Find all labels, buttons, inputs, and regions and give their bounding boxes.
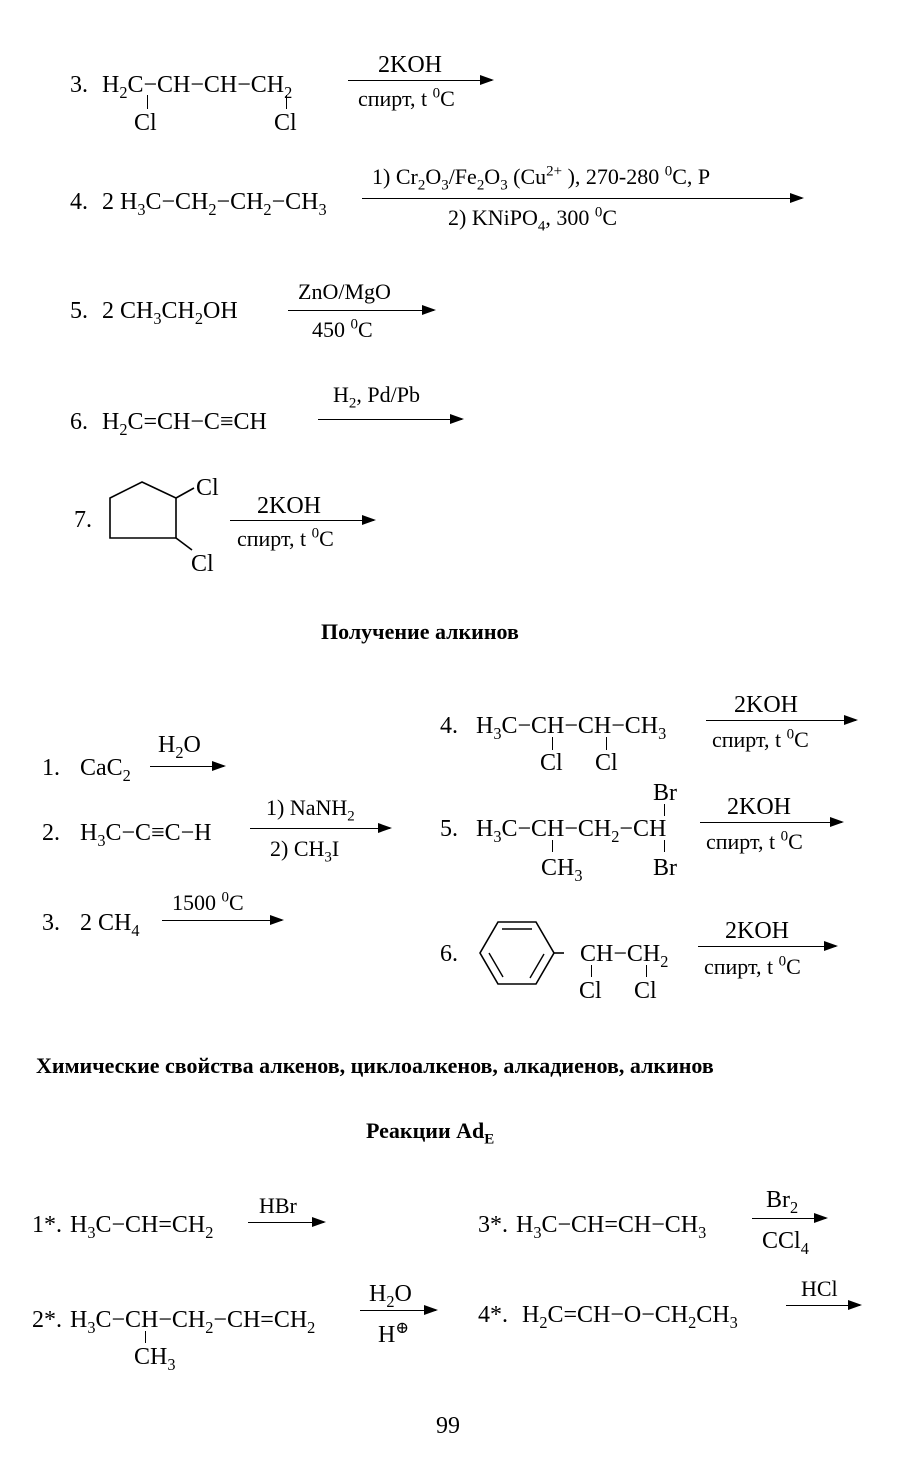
reaction-arrow bbox=[706, 715, 858, 725]
alkyne-reaction-6-formula: CH−CH2 bbox=[580, 941, 669, 971]
reaction-arrow bbox=[698, 941, 838, 951]
reaction-arrow bbox=[318, 414, 464, 424]
reaction-3-number: 3*. bbox=[478, 1212, 508, 1238]
reagent-label: Br2 bbox=[766, 1187, 799, 1217]
reaction-arrow bbox=[348, 75, 494, 85]
reaction-arrow bbox=[786, 1300, 862, 1310]
reaction-arrow bbox=[162, 915, 284, 925]
alkyne-reaction-1-number: 1. bbox=[42, 755, 60, 781]
alkyne-reaction-5-number: 5. bbox=[440, 816, 458, 842]
alkyne-reaction-1-formula: CaC2 bbox=[80, 755, 131, 785]
reagent-label: 1) NaNH2 bbox=[266, 795, 355, 825]
reaction-1-formula: H3C−CH=CH2 bbox=[70, 1212, 214, 1242]
reaction-arrow bbox=[250, 823, 392, 833]
reaction-4-number: 4. bbox=[70, 189, 88, 215]
reagent-label: HBr bbox=[259, 1193, 297, 1218]
reaction-2-number: 2*. bbox=[32, 1307, 62, 1333]
reagent-label: H2, Pd/Pb bbox=[333, 382, 420, 412]
alkyne-reaction-6-number: 6. bbox=[440, 941, 458, 967]
condition-label: спирт, t 0C bbox=[358, 85, 455, 111]
reaction-3-formula: H3C−CH=CH−CH3 bbox=[516, 1212, 707, 1242]
solvent-label: CCl4 bbox=[762, 1228, 809, 1258]
catalyst-label: H⊕ bbox=[378, 1318, 410, 1348]
reaction-1-number: 1*. bbox=[32, 1212, 62, 1238]
alkyne-reaction-4-number: 4. bbox=[440, 713, 458, 739]
bromine-substituent: Br bbox=[653, 780, 677, 806]
reaction-3-formula: H2C−CH−CH−CH2 bbox=[102, 72, 293, 102]
condition-label: 1500 0C bbox=[172, 889, 244, 915]
reagent-label: ZnO/MgO bbox=[298, 279, 391, 304]
reaction-4-formula: 2 H3C−CH2−CH2−CH3 bbox=[102, 189, 327, 219]
alkyne-reaction-2-number: 2. bbox=[42, 820, 60, 846]
alkyne-reaction-3-number: 3. bbox=[42, 910, 60, 936]
reagent-label: 1) Cr2O3/Fe2O3 (Cu2+ ), 270-280 0C, P bbox=[372, 163, 711, 194]
methyl-substituent: CH3 bbox=[541, 855, 583, 885]
reagent-label: 2KOH bbox=[734, 692, 798, 718]
alkyne-reaction-2-formula: H3C−C≡C−H bbox=[80, 820, 212, 850]
chlorine-substituent: Cl bbox=[579, 978, 602, 1004]
reagent-label: H2O bbox=[369, 1281, 412, 1311]
bond-line bbox=[664, 840, 665, 852]
benzene-ring bbox=[479, 921, 564, 985]
bond-line bbox=[552, 737, 553, 750]
chlorine-substituent: Cl bbox=[274, 110, 297, 136]
chlorine-substituent: Cl bbox=[634, 978, 657, 1004]
condition-label: 450 0C bbox=[312, 316, 373, 342]
section-heading-alkynes: Получение алкинов bbox=[321, 619, 519, 644]
condition-label: 2) KNiPO4, 300 0C bbox=[448, 204, 617, 235]
alkyne-reaction-3-formula: 2 CH4 bbox=[80, 910, 140, 940]
cyclopentane-ring bbox=[109, 481, 195, 551]
bromine-substituent: Br bbox=[653, 855, 677, 881]
section-heading-properties: Химические свойства алкенов, циклоалкено… bbox=[36, 1053, 714, 1078]
bond-line bbox=[664, 804, 665, 816]
condition-label: спирт, t 0C bbox=[704, 953, 801, 979]
reaction-5-formula: 2 CH3CH2OH bbox=[102, 298, 238, 328]
reagent-label: 2KOH bbox=[257, 493, 321, 519]
reaction-arrow bbox=[752, 1213, 828, 1223]
methyl-substituent: CH3 bbox=[134, 1344, 176, 1374]
reaction-2-formula: H3C−CH−CH2−CH=CH2 bbox=[70, 1307, 316, 1337]
reaction-arrow bbox=[700, 817, 844, 827]
reaction-arrow bbox=[360, 1305, 438, 1315]
reaction-arrow bbox=[288, 305, 436, 315]
chlorine-substituent: Cl bbox=[134, 110, 157, 136]
bond-line bbox=[147, 95, 148, 109]
reagent-label: 2KOH bbox=[378, 52, 442, 78]
bond-line bbox=[646, 965, 647, 977]
condition-label: спирт, t 0C bbox=[712, 726, 809, 752]
bond-line bbox=[606, 737, 607, 750]
reagent-label: H2O bbox=[158, 732, 201, 762]
reaction-6-formula: H2C=CH−C≡CH bbox=[102, 409, 267, 439]
reaction-arrow bbox=[150, 761, 226, 771]
reaction-4-number: 4*. bbox=[478, 1302, 508, 1328]
bond-line bbox=[591, 965, 592, 977]
bond-line bbox=[286, 95, 287, 109]
reaction-arrow bbox=[248, 1217, 326, 1227]
reagent-label: 2KOH bbox=[727, 794, 791, 820]
condition-label: спирт, t 0C bbox=[706, 828, 803, 854]
chlorine-substituent: Cl bbox=[540, 750, 563, 776]
reagent-label: HCl bbox=[801, 1276, 838, 1301]
condition-label: спирт, t 0C bbox=[237, 525, 334, 551]
chlorine-substituent: Cl bbox=[595, 750, 618, 776]
reaction-7-number: 7. bbox=[74, 507, 92, 533]
reaction-arrow bbox=[362, 193, 804, 203]
condition-label: 2) CH3I bbox=[270, 836, 340, 866]
reaction-4-formula: H2C=CH−O−CH2CH3 bbox=[522, 1302, 738, 1332]
bond-line bbox=[552, 840, 553, 852]
page-number: 99 bbox=[436, 1413, 460, 1439]
reaction-5-number: 5. bbox=[70, 298, 88, 324]
reaction-3-number: 3. bbox=[70, 72, 88, 98]
reagent-label: 2KOH bbox=[725, 918, 789, 944]
alkyne-reaction-5-formula: H3C−CH−CH2−CH bbox=[476, 816, 667, 846]
bond-line bbox=[145, 1331, 146, 1343]
reaction-6-number: 6. bbox=[70, 409, 88, 435]
reaction-arrow bbox=[230, 515, 376, 525]
chlorine-substituent: Cl bbox=[196, 475, 219, 501]
chlorine-substituent: Cl bbox=[191, 551, 214, 577]
section-heading-reactions: Реакции AdE bbox=[366, 1118, 495, 1148]
alkyne-reaction-4-formula: H3C−CH−CH−CH3 bbox=[476, 713, 667, 743]
